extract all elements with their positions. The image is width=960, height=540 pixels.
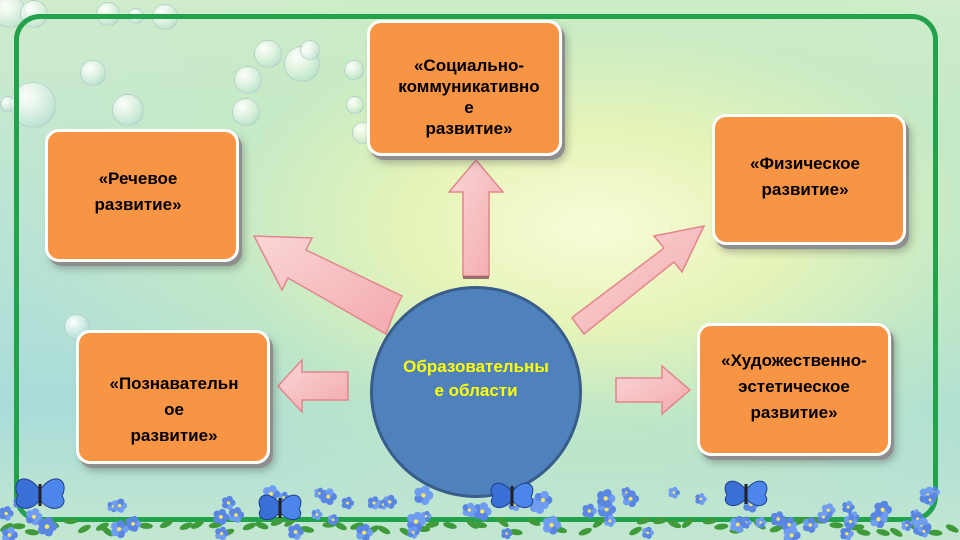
flower-icon xyxy=(642,526,654,539)
flower-icon xyxy=(414,485,434,506)
bubble-decoration xyxy=(300,40,320,60)
flower-icon xyxy=(367,496,381,510)
flower-icon xyxy=(327,514,339,526)
box-artistic-label: «Художественно- эстетическое развитие» xyxy=(721,351,867,422)
flower-icon xyxy=(771,511,787,527)
box-cognitive-label: «Познавательн ое развитие» xyxy=(109,374,239,445)
flower-icon xyxy=(320,488,337,506)
butterfly-icon xyxy=(258,494,302,521)
butterfly-icon xyxy=(724,480,768,507)
bubble-decoration xyxy=(64,314,90,340)
box-social-communicative: «Социально- коммуникативно е развитие» xyxy=(367,20,562,156)
flower-icon xyxy=(924,493,936,506)
arrow-to-cognitive xyxy=(276,358,349,414)
flower-icon xyxy=(0,506,14,521)
flower-icon xyxy=(110,520,129,539)
flower-icon xyxy=(604,514,617,527)
butterfly-icon xyxy=(490,482,534,509)
flower-icon xyxy=(462,502,477,518)
box-speech: «Речевое развитие» xyxy=(45,129,239,262)
flower-icon xyxy=(2,526,18,540)
flower-icon xyxy=(874,500,892,519)
flower-icon xyxy=(840,526,854,540)
flower-icon xyxy=(695,493,707,505)
bubble-decoration xyxy=(232,98,260,126)
arrow-to-artistic xyxy=(615,364,692,416)
box-artistic: «Художественно- эстетическое развитие» xyxy=(697,323,891,456)
bubble-decoration xyxy=(254,40,282,68)
flower-icon xyxy=(37,516,58,537)
arrow-to-speech xyxy=(252,235,404,336)
center-circle: Образовательны е области xyxy=(370,286,582,498)
bubble-decoration xyxy=(112,94,144,126)
flower-icon xyxy=(901,519,913,531)
box-physical: «Физическое развитие» xyxy=(712,114,906,245)
flower-icon xyxy=(542,515,562,535)
flower-icon xyxy=(844,514,858,529)
flower-icon xyxy=(421,510,432,522)
flower-icon xyxy=(582,503,597,519)
box-speech-label: «Речевое развитие» xyxy=(94,169,182,214)
flower-icon xyxy=(341,496,355,510)
flower-icon xyxy=(356,523,374,540)
flower-icon xyxy=(803,517,819,533)
flower-icon xyxy=(621,487,632,498)
green-frame xyxy=(14,14,938,522)
flower-icon xyxy=(783,526,801,540)
flower-icon xyxy=(597,489,616,508)
flower-icon xyxy=(622,490,640,508)
center-label: Образовательны е области xyxy=(403,357,549,400)
box-physical-label: «Физическое развитие» xyxy=(750,154,860,199)
bubble-decoration xyxy=(234,66,262,94)
flower-icon xyxy=(215,526,229,540)
bubble-decoration xyxy=(346,96,364,114)
box-cognitive: «Познавательн ое развитие» xyxy=(76,330,270,464)
flower-icon xyxy=(730,515,747,533)
flower-icon xyxy=(534,490,553,510)
flower-icon xyxy=(668,486,680,499)
flower-icon xyxy=(288,523,304,540)
flower-icon xyxy=(311,508,323,521)
arrow-to-physical xyxy=(571,224,706,336)
butterfly-icon xyxy=(15,478,65,509)
flower-icon xyxy=(918,525,931,538)
flower-icon xyxy=(842,500,855,514)
flower-icon xyxy=(213,508,230,525)
flower-icon xyxy=(501,527,513,540)
flower-icon xyxy=(113,498,128,513)
arrow-to-social xyxy=(447,158,505,277)
flower-icon xyxy=(407,526,420,539)
box-social-communicative-label: «Социально- коммуникативно е развитие» xyxy=(398,56,540,138)
bubble-decoration xyxy=(344,60,364,80)
flower-icon xyxy=(817,510,831,524)
flower-icon xyxy=(222,495,236,510)
flower-icon xyxy=(228,507,245,523)
flower-icon xyxy=(755,516,767,529)
bubble-decoration xyxy=(80,60,106,86)
flower-icon xyxy=(26,508,43,526)
